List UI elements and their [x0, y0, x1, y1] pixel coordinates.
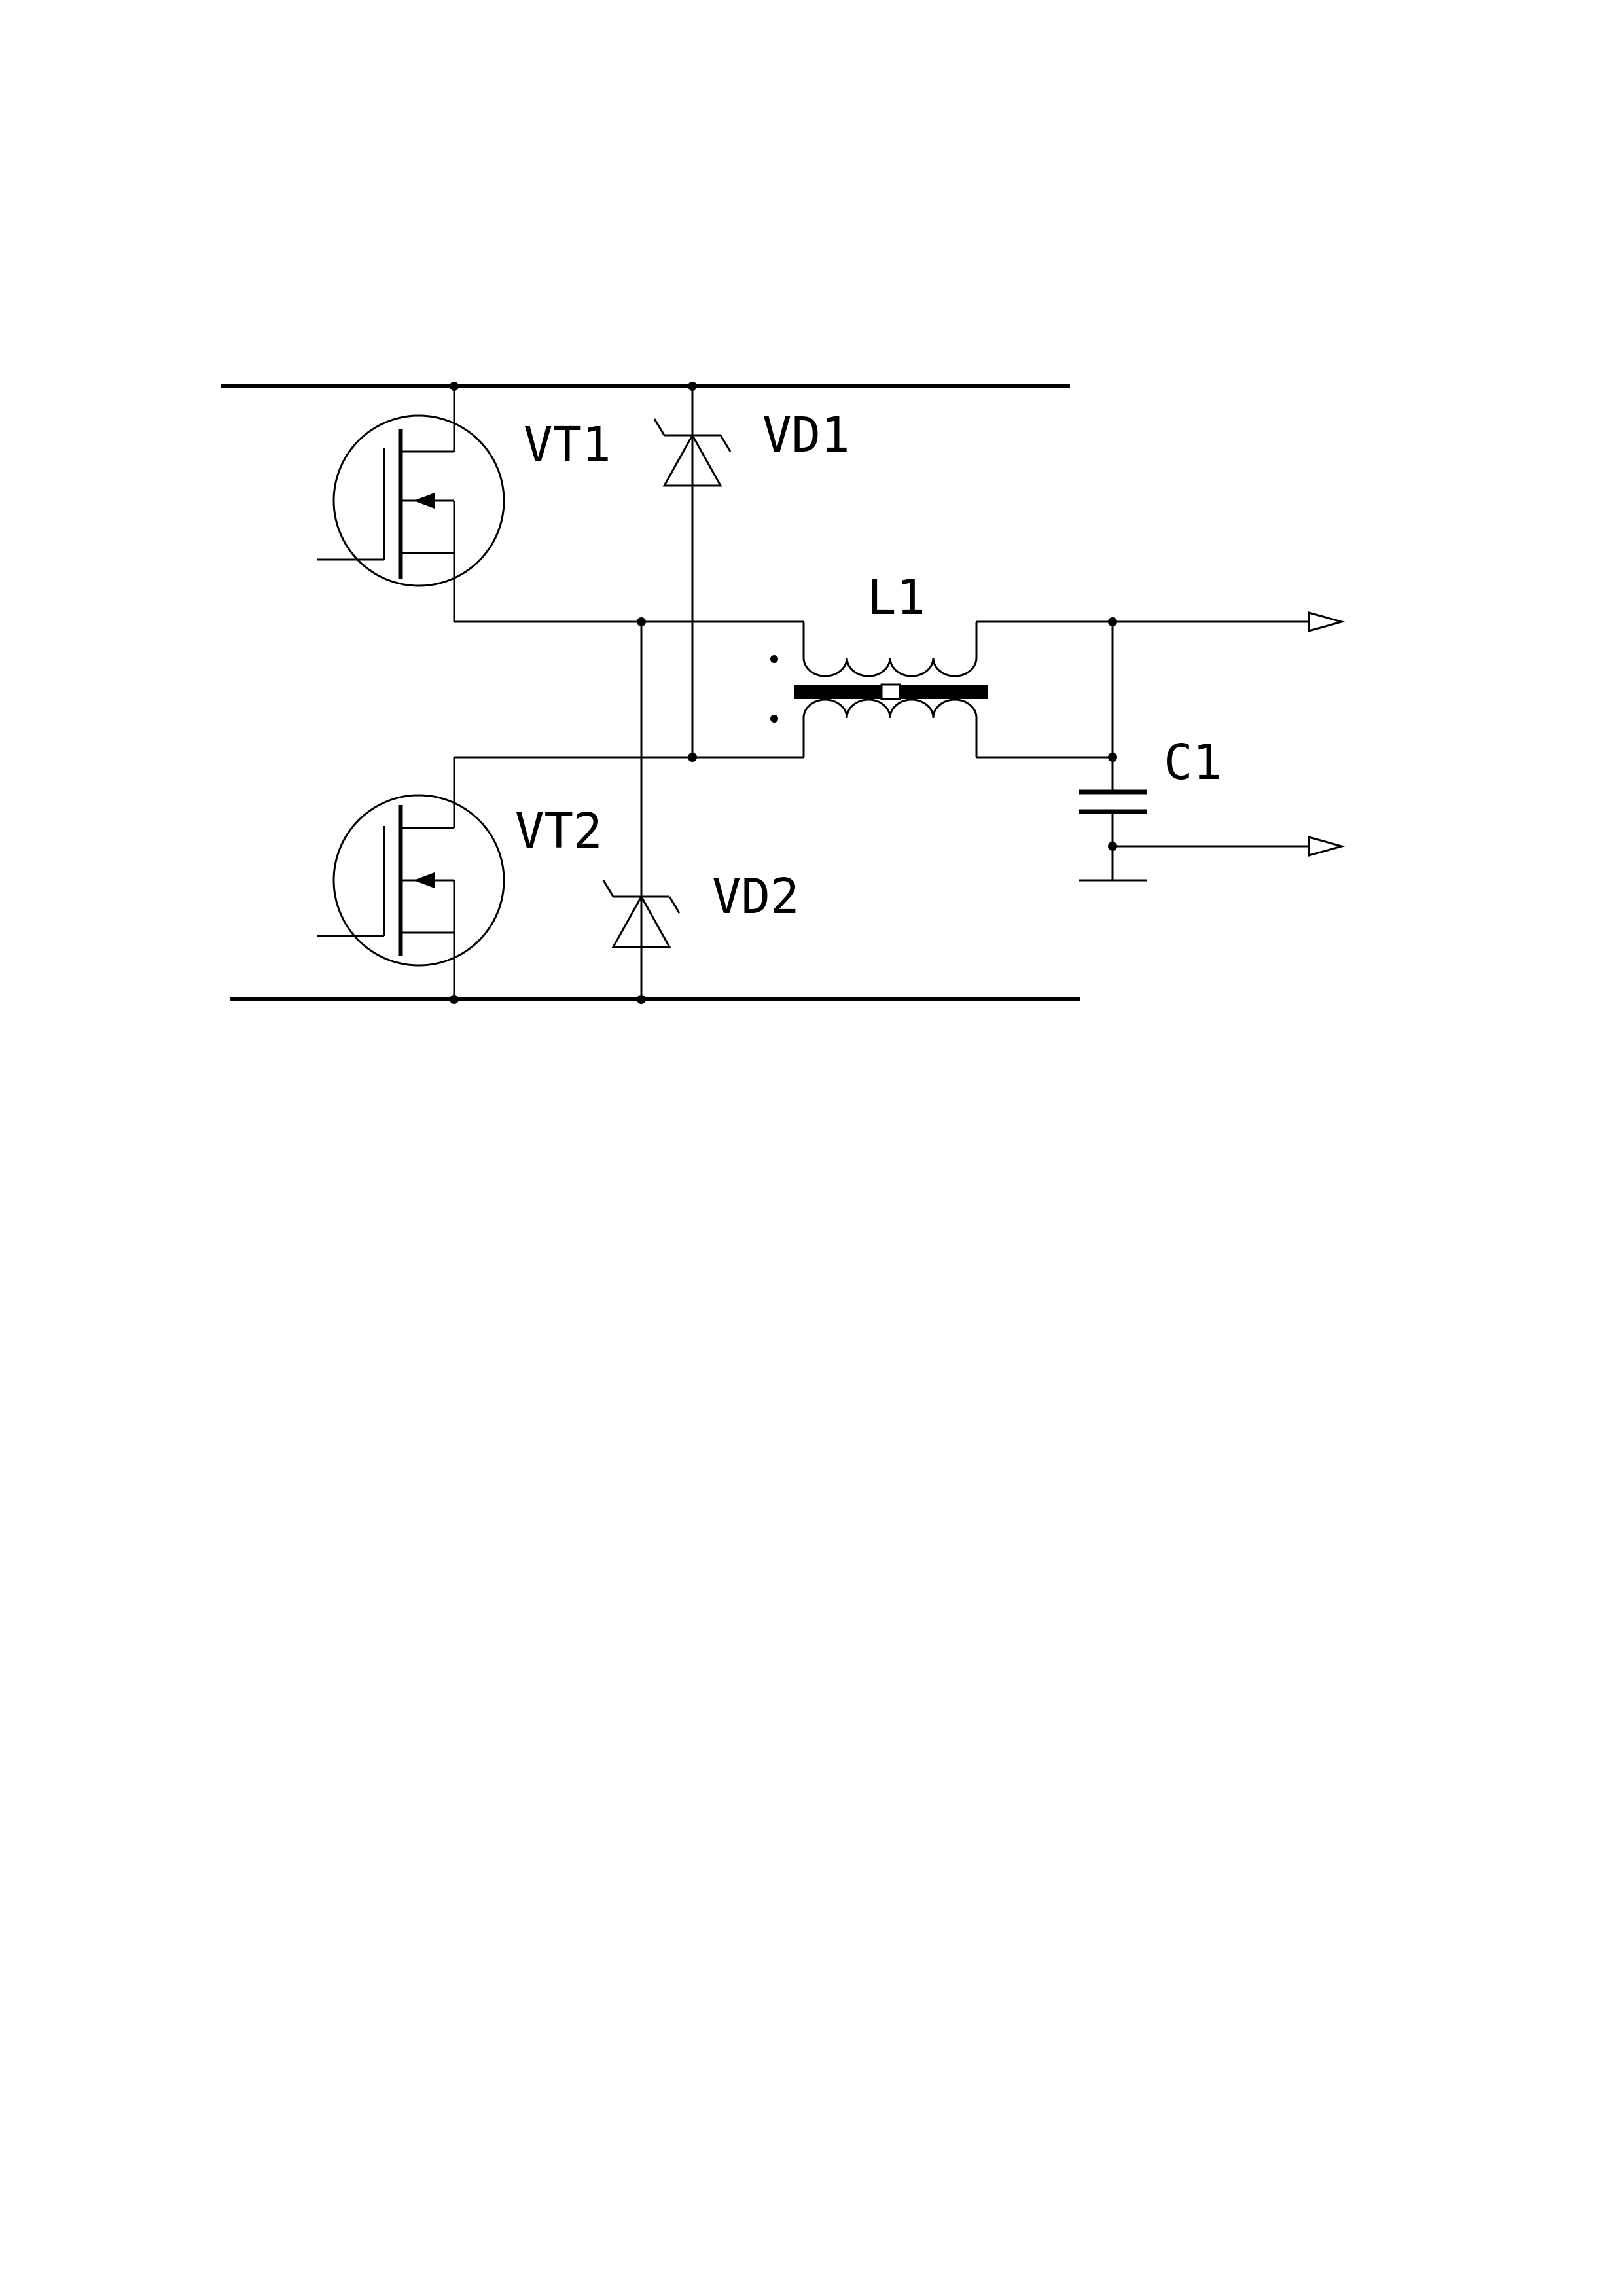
junction-c1-out — [1108, 842, 1117, 851]
junction-bottom-vt2 — [450, 995, 459, 1004]
vt1-body — [332, 414, 505, 587]
l1-polarity-dot-upper — [770, 655, 778, 663]
l1-core-right — [900, 685, 988, 699]
l1-label: L1 — [867, 569, 925, 626]
c1-label: C1 — [1164, 734, 1222, 791]
vd1-label: VD1 — [762, 407, 850, 463]
vt2-label: VT2 — [515, 803, 603, 859]
vd2-triangle — [611, 894, 671, 948]
vd1-flag-right — [719, 435, 732, 452]
diode-vd2 — [602, 880, 681, 948]
junction-top-vt1 — [450, 382, 459, 391]
l1-upper-winding — [802, 657, 978, 677]
vt1-label: VT1 — [524, 417, 611, 473]
inductor-l1 — [770, 620, 1113, 759]
vt2-arrow — [414, 872, 435, 888]
junction-bottom-vd2 — [637, 995, 646, 1004]
l1-polarity-dot-lower — [770, 715, 778, 723]
junction-top-vd1 — [688, 382, 697, 391]
capacitor-c1 — [1079, 622, 1147, 882]
vt1-arrow — [414, 493, 435, 509]
junction-c1-lower-winding — [1108, 753, 1117, 762]
vd2-label: VD2 — [712, 869, 800, 925]
transistor-vt2 — [317, 757, 505, 999]
vd2-flag-right — [668, 896, 681, 914]
transistor-vt1 — [317, 386, 505, 622]
junction-mid-vd1 — [688, 753, 697, 762]
vd2-flag-left — [602, 880, 615, 897]
vd1-triangle — [662, 433, 722, 487]
l1-lower-winding — [802, 698, 978, 719]
diode-vd1 — [653, 418, 732, 487]
vt2-body — [332, 794, 505, 967]
junction-mid-vd2 — [637, 617, 646, 626]
junctions — [450, 382, 1117, 1004]
l1-core-left — [794, 685, 882, 699]
vd1-flag-left — [653, 418, 666, 436]
output-arrow-upper — [1308, 611, 1346, 632]
output-arrow-lower — [1308, 836, 1346, 857]
l1-core-gap — [880, 683, 901, 700]
junction-out-upper — [1108, 617, 1117, 626]
